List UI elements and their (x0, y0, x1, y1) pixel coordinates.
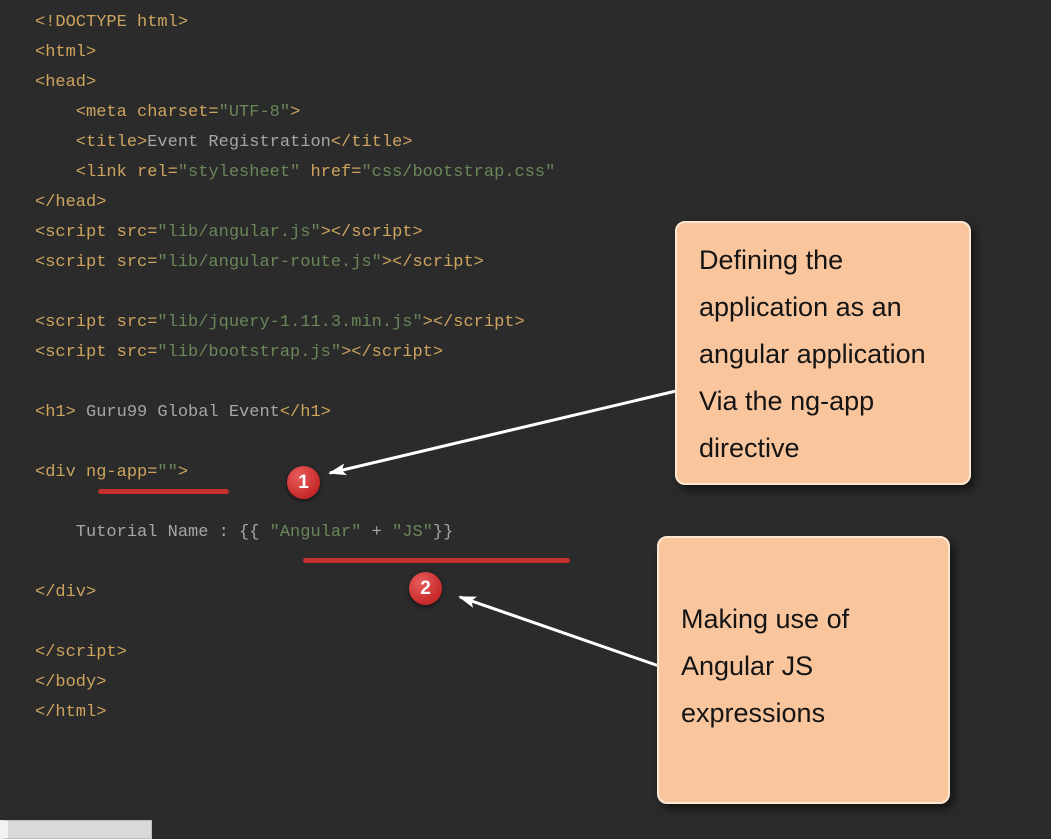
code-line: </html> (35, 698, 555, 728)
code-line: <meta charset="UTF-8"> (35, 98, 555, 128)
callout-text-line: Making use of (681, 604, 850, 634)
code-token-tag: <head> (35, 73, 97, 92)
code-line: <h1> Guru99 Global Event</h1> (35, 398, 555, 428)
code-line: <html> (35, 38, 555, 68)
code-line: <script src="lib/angular-route.js"></scr… (35, 248, 555, 278)
code-line: </head> (35, 188, 555, 218)
horizontal-scrollbar[interactable] (0, 820, 152, 839)
code-token-tag: ></script> (320, 223, 423, 242)
code-token-text: + (361, 523, 393, 542)
callout-text-line: expressions (681, 698, 826, 728)
callout-text-line: angular application (699, 339, 926, 369)
code-token-tag: </h1> (279, 403, 331, 422)
code-token-text: }} (432, 523, 454, 542)
code-line: <script src="lib/bootstrap.js"></script> (35, 338, 555, 368)
code-token-string: "Angular" (269, 523, 362, 542)
callout-text-line: application as an (699, 292, 902, 322)
code-line: <head> (35, 68, 555, 98)
code-token-tag: <script src= (35, 313, 158, 332)
code-token-tag: <script src= (35, 223, 158, 242)
code-token-tag: href= (300, 163, 362, 182)
code-token-tag: </head> (35, 193, 107, 212)
code-line: <!DOCTYPE html> (35, 8, 555, 38)
code-line: <link rel="stylesheet" href="css/bootstr… (35, 158, 556, 188)
code-line: </body> (35, 668, 555, 698)
code-line: Tutorial Name : {{ "Angular" + "JS"}} (35, 518, 555, 548)
code-line (35, 608, 555, 638)
code-token-tag: <link rel= (35, 163, 178, 182)
code-token-tag: <h1> (35, 403, 76, 422)
code-line: </div> (35, 578, 555, 608)
code-token-tag: ></script> (341, 343, 444, 362)
code-token-string: "UTF-8" (218, 103, 291, 122)
callout-text-line: Defining the (699, 245, 844, 275)
code-editor[interactable]: <!DOCTYPE html> <html> <head> <meta charse… (35, 8, 555, 728)
code-token-string: "" (157, 463, 178, 482)
code-token-tag: <meta charset= (35, 103, 219, 122)
code-token-string: "JS" (392, 523, 433, 542)
code-token-string: "lib/angular.js" (157, 223, 321, 242)
code-token-tag: > (290, 103, 301, 122)
callout-text-line: Angular JS (681, 651, 814, 681)
code-line: <title>Event Registration</title> (35, 128, 555, 158)
code-token-tag: > (177, 463, 189, 482)
code-token-tag: <script src= (35, 343, 158, 362)
code-token-string: "css/bootstrap.css" (361, 163, 556, 182)
marker-2-badge: 2 (409, 572, 442, 605)
code-line (35, 428, 555, 458)
code-line: </script> (35, 638, 555, 668)
callout-text-line: Via the ng-app (699, 386, 875, 416)
code-token-string: "stylesheet" (177, 163, 301, 182)
code-token-string: "lib/bootstrap.js" (157, 343, 342, 362)
code-token-tag: <script src= (35, 253, 158, 272)
code-token-tag: <html> (35, 43, 97, 62)
code-token-text: Tutorial Name : {{ (35, 523, 270, 542)
code-token-tag: <title> (35, 133, 148, 152)
underline-ng-app (98, 489, 229, 494)
code-token-tag: </title> (330, 133, 413, 152)
underline-expression (303, 558, 570, 563)
code-token-tag: ></script> (422, 313, 525, 332)
code-token-text: Event Registration (147, 133, 331, 152)
code-token-tag: <div ng-app= (35, 463, 158, 482)
code-line (35, 278, 555, 308)
marker-1-badge: 1 (287, 466, 320, 499)
code-line: <script src="lib/angular.js"></script> (35, 218, 555, 248)
code-token-text: Guru99 Global Event (75, 403, 280, 422)
callout-text-line: directive (699, 433, 800, 463)
code-token-tag: ></script> (381, 253, 484, 272)
code-token-tag: </body> (35, 673, 107, 692)
code-line (35, 368, 555, 398)
code-line (35, 548, 555, 578)
code-token-tag: <!DOCTYPE html> (35, 13, 189, 32)
code-token-tag: </script> (35, 643, 127, 662)
callout-ng-app: Defining the application as an angular a… (675, 221, 971, 485)
code-token-string: "lib/jquery-1.11.3.min.js" (157, 313, 423, 332)
callout-expressions: Making use of Angular JS expressions (657, 536, 950, 804)
code-line: <script src="lib/jquery-1.11.3.min.js"><… (35, 308, 555, 338)
code-token-string: "lib/angular-route.js" (157, 253, 382, 272)
code-token-tag: </div> (35, 583, 97, 602)
code-token-tag: </html> (35, 703, 107, 722)
code-line: <div ng-app=""> (35, 458, 555, 488)
